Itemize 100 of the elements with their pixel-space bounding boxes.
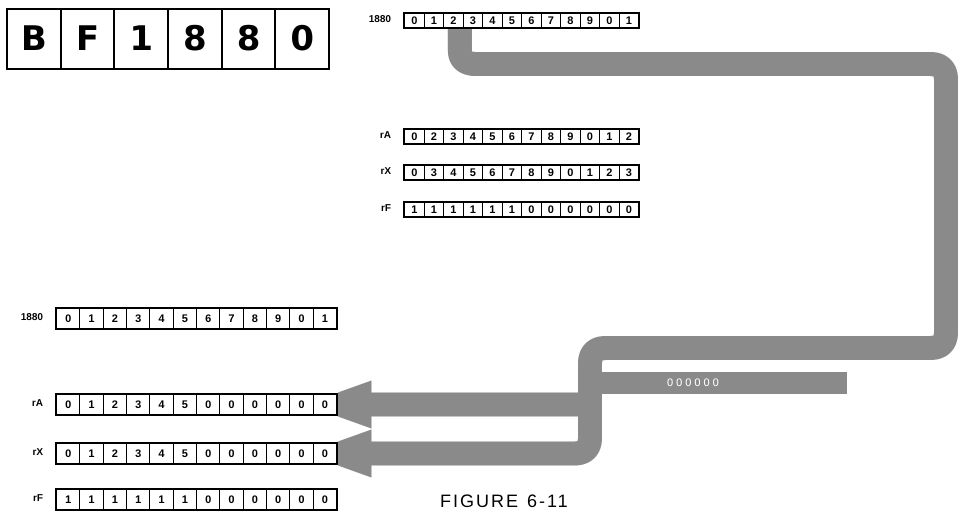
register-label: rA (30, 398, 43, 408)
band-text: 000000 (667, 377, 722, 389)
register-digit: 0 (405, 14, 424, 27)
register-digit: 0 (561, 166, 580, 179)
instruction-word (6, 8, 330, 70)
register-label: rX (379, 166, 391, 176)
register-digit: 1 (174, 490, 197, 509)
register-digit: 1 (424, 14, 444, 27)
register-digit: 0 (290, 309, 314, 328)
register-digit: 7 (502, 166, 522, 179)
register-digit: 0 (196, 490, 220, 509)
register-digit: 2 (104, 395, 127, 414)
register-digit: 9 (561, 130, 580, 143)
register-label: 1880 (368, 14, 391, 24)
register-digit: 0 (290, 490, 314, 509)
register-word (55, 393, 338, 416)
register-digit: 4 (150, 444, 174, 463)
register-digit: 0 (57, 444, 80, 463)
instruction-character: 1 (115, 10, 170, 68)
register-digit: 3 (424, 166, 444, 179)
register-digit: 2 (624, 130, 633, 143)
register-digit: 5 (174, 395, 197, 414)
register-digit: 2 (424, 130, 444, 143)
register-digit: 5 (464, 166, 483, 179)
register-word (403, 201, 640, 218)
register-digit: 6 (483, 166, 502, 179)
register-digit: 0 (580, 130, 600, 143)
register-digit: 0 (561, 203, 580, 216)
register-digit: 1 (80, 395, 104, 414)
register-digit: 0 (290, 444, 314, 463)
register-digit: 6 (196, 309, 220, 328)
register-digit: 0 (244, 444, 267, 463)
register-label: rX (31, 446, 43, 458)
register-digit: 0 (266, 444, 290, 463)
register-digit: 0 (600, 203, 620, 216)
register-label: rF (32, 492, 43, 504)
register-digit: 4 (483, 14, 502, 27)
register-digit: 2 (600, 166, 620, 179)
register-digit: 0 (405, 166, 424, 179)
register-digit: 0 (220, 444, 244, 463)
register-digit: 0 (266, 490, 290, 509)
register-digit: 2 (104, 444, 127, 463)
register-word (403, 12, 640, 29)
register-digit: 1 (483, 203, 502, 216)
register-digit: 2 (444, 14, 464, 27)
register-digit: 1 (80, 490, 104, 509)
register-digit: 0 (290, 395, 314, 414)
register-digit: 6 (522, 14, 542, 27)
register-word (55, 488, 338, 511)
register-digit: 0 (522, 203, 542, 216)
register-digit: 1 (57, 490, 80, 509)
register-digit: 7 (542, 14, 561, 27)
register-digit: 1 (80, 309, 104, 328)
instruction-character: F (62, 10, 116, 68)
register-digit: 3 (624, 166, 633, 179)
register-digit: 4 (150, 395, 174, 414)
register-digit: 0 (196, 444, 220, 463)
figure-caption: FIGURE 6-11 (440, 491, 570, 512)
register-word (55, 307, 338, 330)
instruction-character: B (8, 10, 62, 68)
register-digit: 8 (561, 14, 580, 27)
register-digit: 7 (522, 130, 542, 143)
instruction-character: 8 (222, 10, 276, 68)
register-digit: 0 (244, 395, 267, 414)
register-digit: 3 (444, 130, 464, 143)
register-digit: 0 (624, 203, 633, 216)
register-digit: 1 (405, 203, 424, 216)
register-digit: 1 (580, 166, 600, 179)
register-digit: 0 (57, 309, 80, 328)
register-digit: 8 (542, 130, 561, 143)
register-digit: 0 (405, 130, 424, 143)
register-digit: 0 (320, 398, 329, 412)
register-digit: 2 (104, 309, 127, 328)
register-digit: 1 (444, 203, 464, 216)
register-digit: 5 (174, 444, 197, 463)
register-label: rA (378, 130, 391, 140)
register-word (55, 442, 338, 465)
register-digit: 0 (220, 395, 244, 414)
register-digit: 0 (542, 203, 561, 216)
register-digit: 3 (126, 395, 150, 414)
register-digit: 5 (174, 309, 197, 328)
register-digit: 1 (424, 203, 444, 216)
register-digit: 4 (150, 309, 174, 328)
register-digit: 8 (522, 166, 542, 179)
register-digit: 0 (196, 395, 220, 414)
register-digit: 9 (266, 309, 290, 328)
register-digit: 0 (266, 395, 290, 414)
register-digit: 6 (502, 130, 522, 143)
register-digit: 1 (150, 490, 174, 509)
register-digit: 3 (464, 14, 483, 27)
register-digit: 5 (483, 130, 502, 143)
register-digit: 4 (464, 130, 483, 143)
register-digit: 7 (220, 309, 244, 328)
register-word (403, 164, 640, 181)
register-label: 1880 (20, 312, 43, 322)
register-word (403, 128, 640, 145)
register-digit: 0 (220, 490, 244, 509)
register-digit: 9 (580, 14, 600, 27)
register-digit: 0 (320, 492, 329, 508)
instruction-character: 0 (289, 18, 316, 61)
